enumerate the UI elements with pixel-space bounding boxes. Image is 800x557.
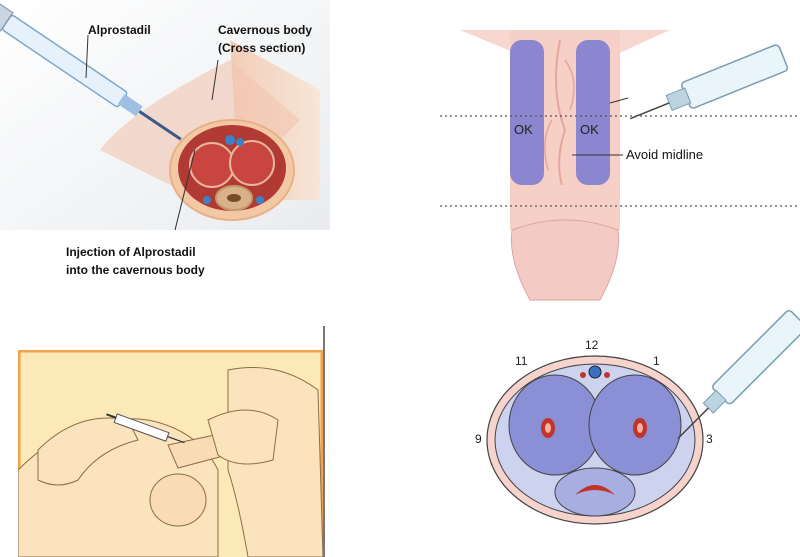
top-right-diagram: OK OK Avoid midline [440, 0, 800, 310]
avoid-midline-label: Avoid midline [626, 147, 703, 163]
injection-site-diagram [440, 0, 800, 310]
vertical-divider [323, 326, 325, 557]
injection-caption-line1: Injection of Alprostadil [66, 244, 196, 260]
clock-12-label: 12 [585, 338, 598, 352]
bottom-left-illustration [18, 350, 323, 557]
bottom-right-diagram: 12 11 1 9 3 [470, 300, 800, 557]
clock-3-label: 3 [706, 432, 713, 446]
cross-section-label: (Cross section) [218, 40, 305, 56]
alprostadil-label: Alprostadil [88, 22, 151, 38]
clock-11-label: 11 [515, 354, 527, 368]
injection-caption-line2: into the cavernous body [66, 262, 205, 278]
clock-9-label: 9 [475, 432, 482, 446]
ok-right-label: OK [580, 122, 599, 137]
top-left-illustration: Alprostadil Cavernous body (Cross sectio… [0, 0, 330, 300]
cross-section-clock-diagram [470, 300, 800, 557]
ok-left-label: OK [514, 122, 533, 137]
cavernous-body-label: Cavernous body [218, 22, 312, 38]
clock-1-label: 1 [653, 354, 660, 368]
self-injection-hands [18, 350, 323, 557]
